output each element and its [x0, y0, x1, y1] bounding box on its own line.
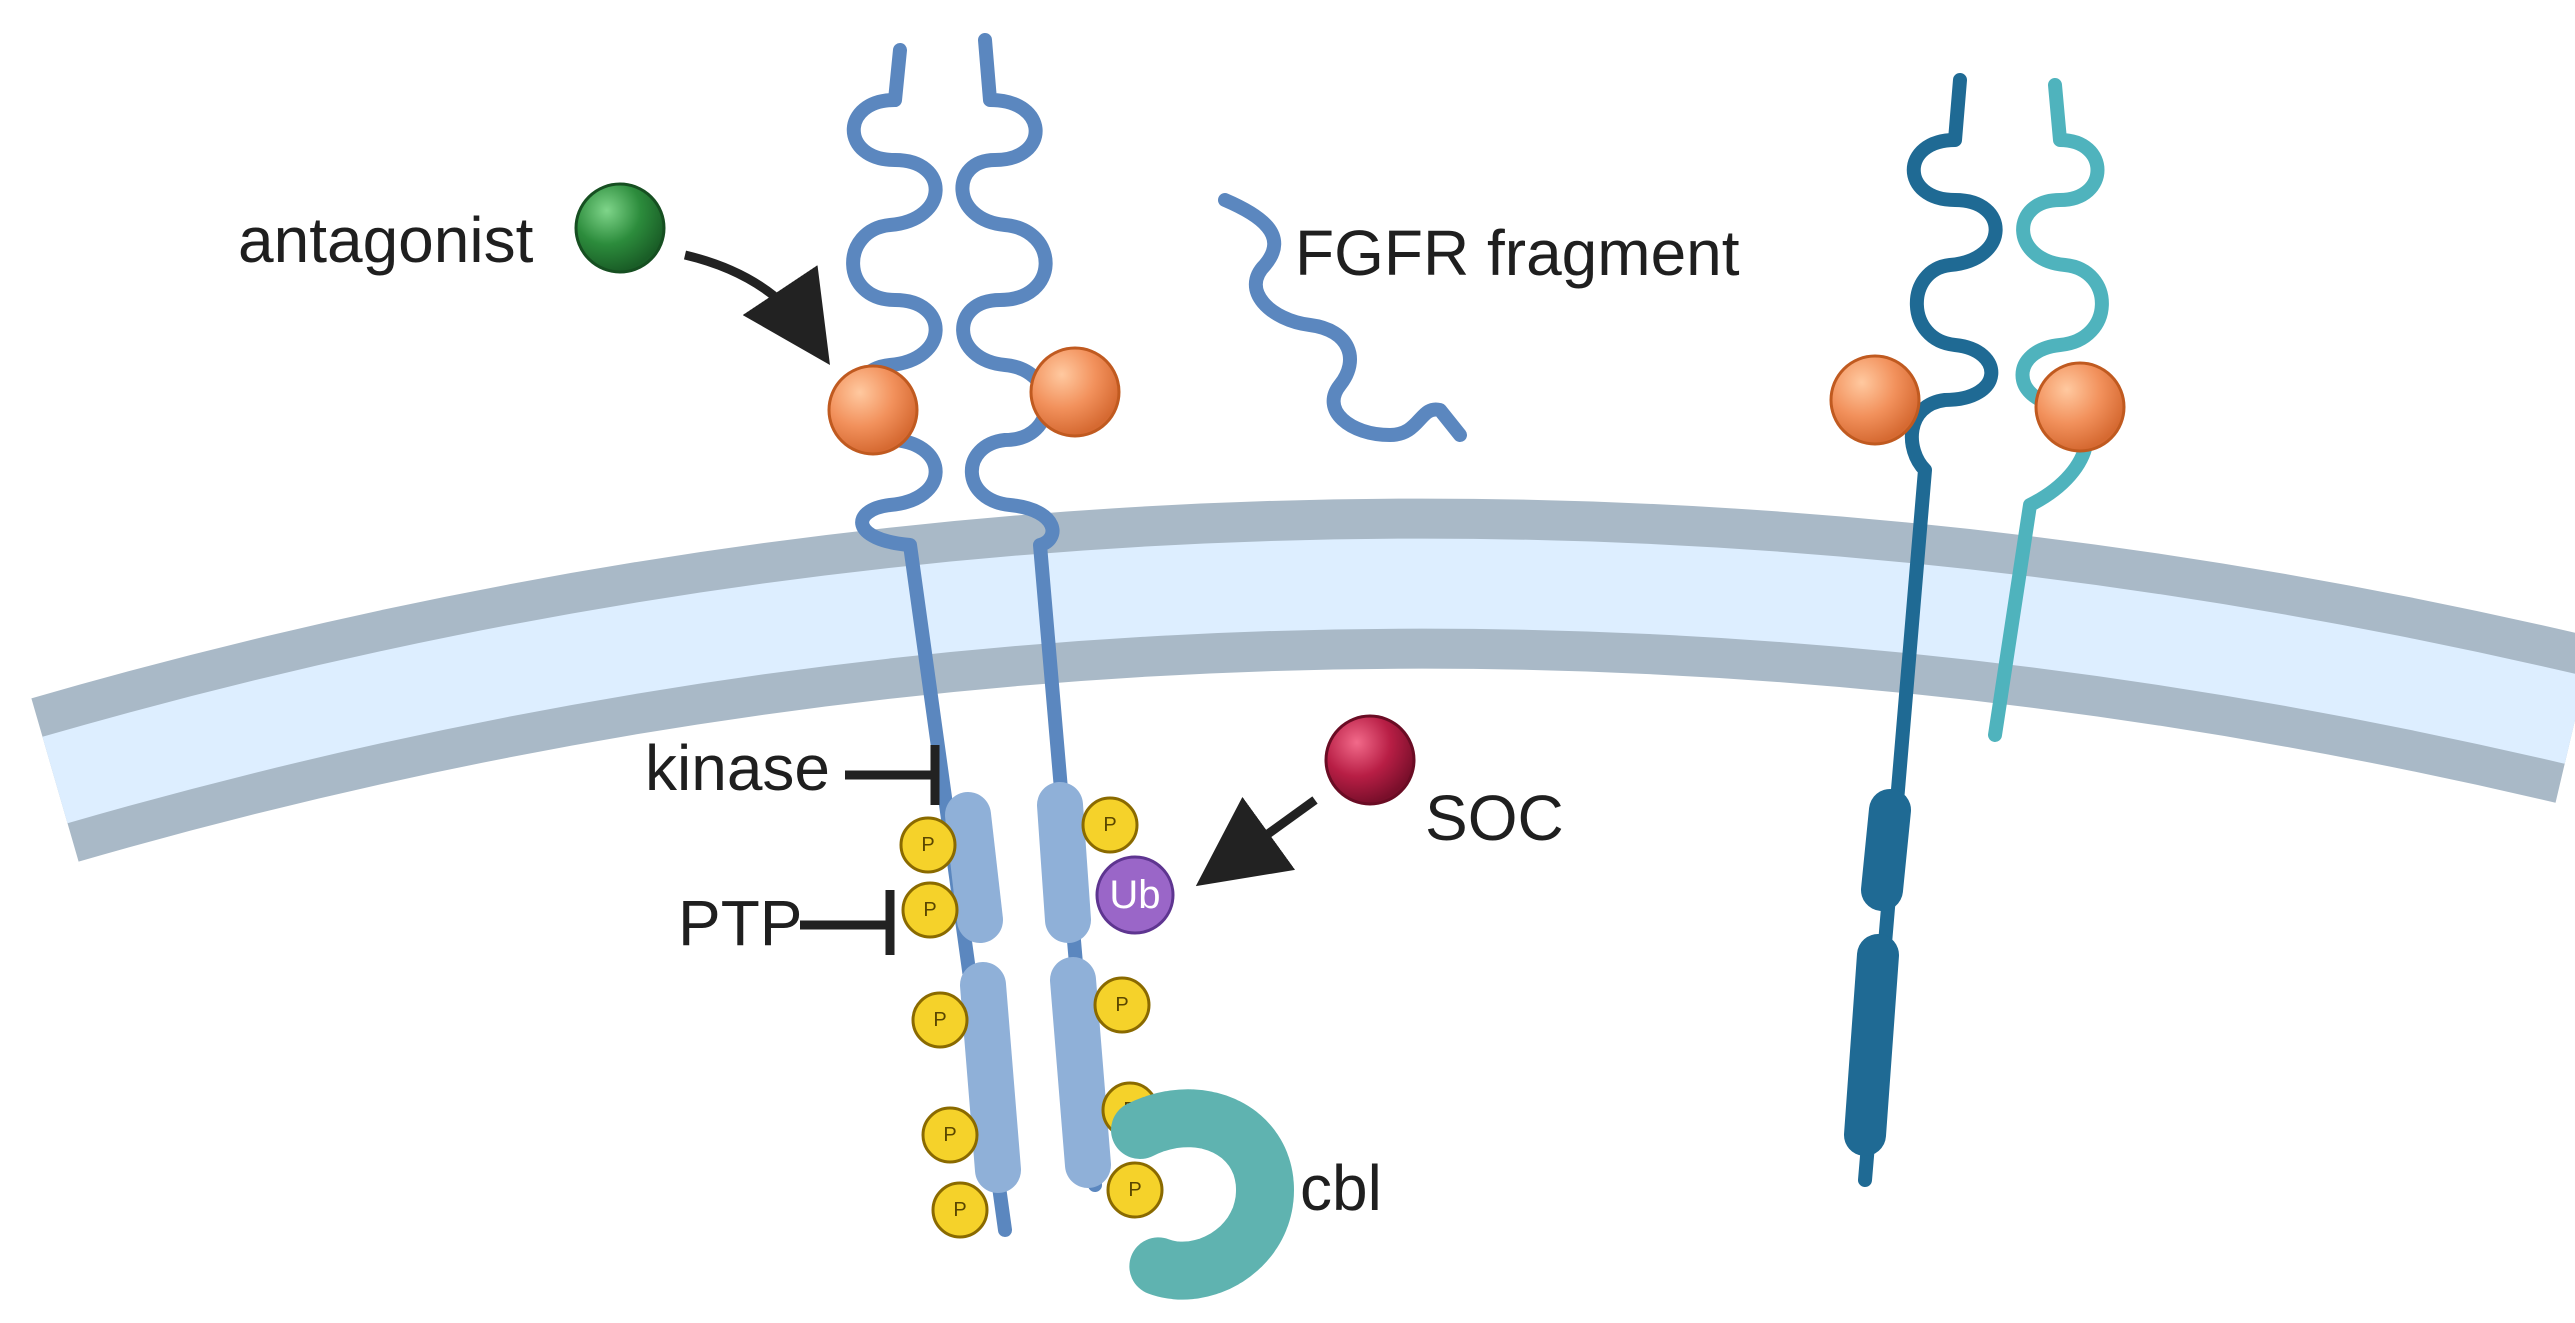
svg-text:P: P — [1103, 814, 1116, 836]
cell-membrane — [31, 498, 2575, 862]
ligand-ball — [1029, 346, 1121, 438]
svg-text:P: P — [923, 899, 936, 921]
ubiquitin: Ub — [1095, 855, 1175, 935]
antagonist-label: antagonist — [238, 204, 534, 276]
fgfr-fragment — [1218, 193, 1467, 442]
soc-ball — [1324, 714, 1416, 806]
phosphate-group: P — [899, 816, 957, 874]
fgfr-receptor-right — [955, 33, 1102, 1192]
phosphate-group: P — [1106, 1161, 1164, 1219]
ptp-inhibition-line — [800, 890, 895, 955]
svg-text:P: P — [921, 834, 934, 856]
svg-text:P: P — [1128, 1179, 1141, 1201]
antagonist-ball — [574, 182, 666, 274]
fgfr-receptor-dark — [1844, 73, 2003, 1187]
ligand-ball — [2034, 361, 2126, 453]
kinase-label: kinase — [645, 732, 830, 804]
cbl-label: cbl — [1300, 1152, 1382, 1224]
phosphate-group: P — [1093, 976, 1151, 1034]
soc-label: SOC — [1425, 782, 1564, 854]
svg-text:P: P — [943, 1124, 956, 1146]
phosphate-group: P — [1081, 796, 1139, 854]
ligand-balls — [827, 346, 2126, 456]
soc-arrow — [1195, 796, 1318, 887]
svg-text:P: P — [933, 1009, 946, 1031]
phosphate-group: P — [911, 991, 969, 1049]
fgfr-fragment-label: FGFR fragment — [1295, 217, 1740, 289]
kinase-inhibition-line — [845, 745, 940, 805]
antagonist-arrow — [683, 250, 830, 365]
ligand-ball — [1829, 354, 1921, 446]
ligand-ball — [827, 364, 919, 456]
phosphate-group: P — [931, 1181, 989, 1239]
kinase-domains — [945, 782, 1111, 1193]
svg-text:P: P — [953, 1199, 966, 1221]
phosphate-group: P — [901, 881, 959, 939]
phosphate-group: P — [921, 1106, 979, 1164]
svg-text:Ub: Ub — [1109, 873, 1160, 917]
ptp-label: PTP — [678, 887, 802, 959]
svg-text:P: P — [1115, 994, 1128, 1016]
fgfr-receptor-left — [846, 43, 1012, 1237]
cbl-protein — [1111, 1089, 1295, 1300]
